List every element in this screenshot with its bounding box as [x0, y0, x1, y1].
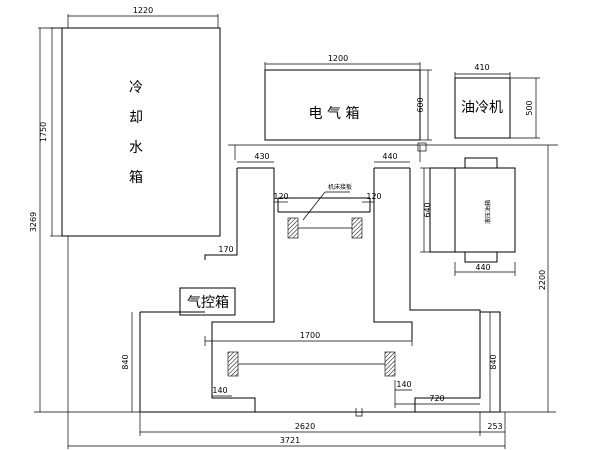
oil-cooler: 410 500 油冷机	[454, 63, 540, 139]
cooling-tank-char-4: 箱	[129, 170, 143, 186]
dim-right-height: 2200	[538, 270, 547, 290]
dim-oil-cooler-width: 410	[474, 63, 489, 72]
electrical-box-label: 电 气 箱	[309, 106, 360, 122]
dim-440: 440	[382, 152, 397, 161]
hydraulic-station: 640 440 液压油箱	[420, 157, 516, 276]
dim-total-width: 3721	[280, 436, 300, 445]
dim-left-840: 840	[121, 354, 130, 369]
cooling-tank-char-3: 水	[129, 140, 143, 156]
dim-720: 720	[429, 394, 444, 403]
dim-cooling-width: 1220	[133, 6, 153, 15]
callout-label: 机床接板	[328, 183, 352, 191]
dim-bed-width: 1700	[300, 331, 320, 340]
dim-cooling-height: 1750	[39, 122, 48, 142]
dim-oil-cooler-height: 500	[525, 100, 534, 115]
pad-lower-right	[384, 351, 396, 377]
electrical-box: 1200 600 电 气 箱	[264, 54, 432, 141]
dim-430: 430	[254, 152, 269, 161]
cooling-tank-char-1: 冷	[129, 80, 143, 96]
pneumatic-box-label: 气控箱	[187, 295, 229, 311]
dim-left-120: 120	[273, 192, 288, 201]
dim-bottom-right-140: 140	[396, 380, 411, 389]
dim-hydraulic-width: 440	[475, 263, 490, 272]
dim-electrical-height: 600	[416, 97, 425, 112]
dim-bottom-left-140: 140	[212, 386, 227, 395]
dim-hydraulic-height: 640	[423, 202, 432, 217]
dim-right-120: 120	[366, 192, 381, 201]
pad-lower-left	[227, 351, 239, 377]
cooling-tank: 1220 1750 冷 却 水 箱	[39, 6, 221, 237]
pad-upper-right	[351, 217, 363, 239]
dim-right-840: 840	[489, 354, 498, 369]
pad-upper-left	[287, 217, 299, 239]
cooling-tank-char-2: 却	[129, 110, 143, 126]
hydraulic-station-label: 液压油箱	[484, 200, 492, 224]
dim-total-height: 3269	[29, 212, 38, 232]
dim-170: 170	[218, 245, 233, 254]
dim-253: 253	[487, 422, 502, 431]
oil-cooler-label: 油冷机	[461, 100, 503, 116]
dim-electrical-width: 1200	[328, 54, 348, 63]
pneumatic-box: 气控箱	[179, 287, 236, 316]
machine-outline	[139, 167, 501, 417]
dim-2620: 2620	[295, 422, 315, 431]
